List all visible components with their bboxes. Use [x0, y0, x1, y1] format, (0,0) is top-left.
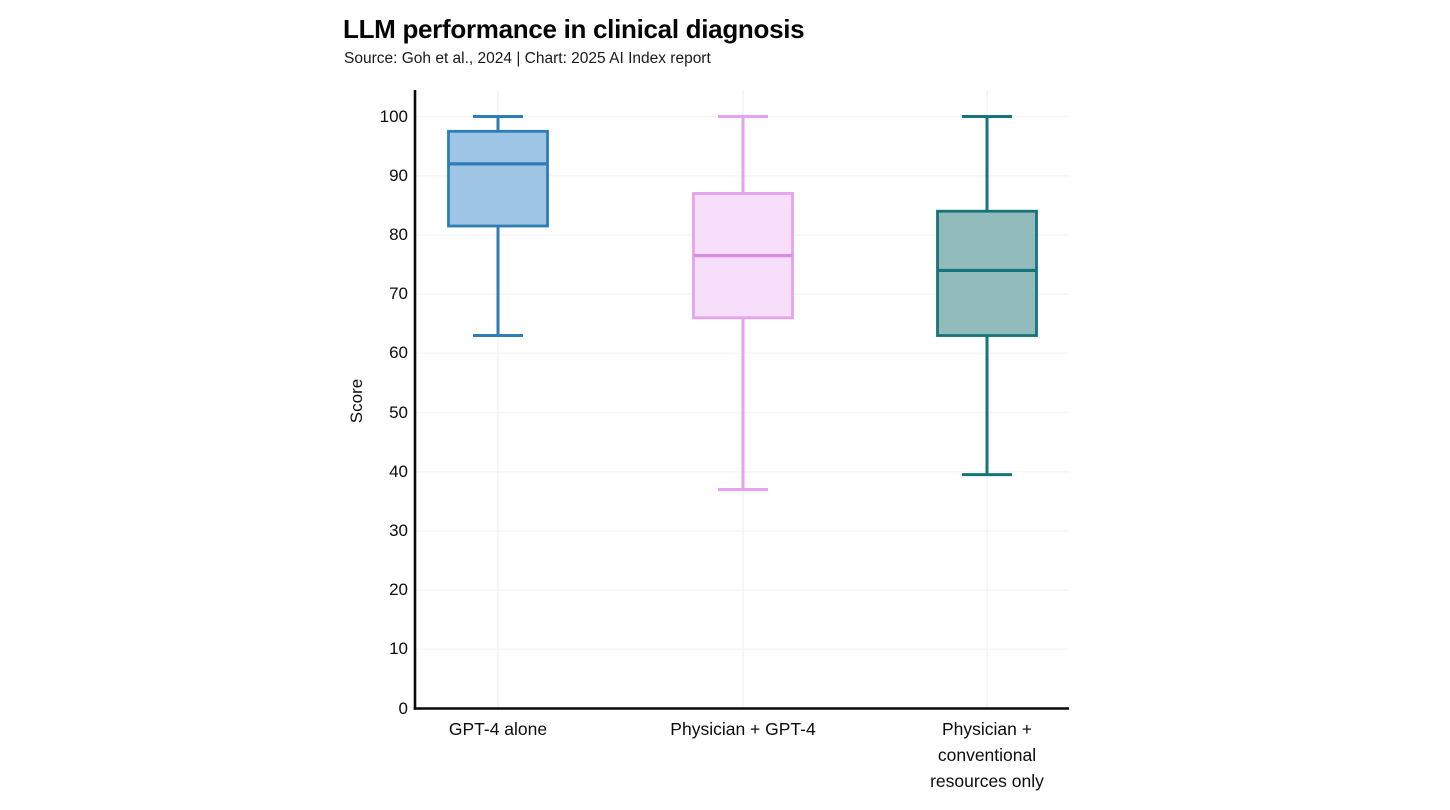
- box-physician-conventional-resources-only: [936, 209, 1038, 337]
- y-axis-title: Score: [347, 378, 366, 423]
- y-tick-label: 80: [389, 224, 408, 244]
- y-tick-label: 50: [389, 402, 408, 422]
- chart-subtitle: Source: Goh et al., 2024 | Chart: 2025 A…: [344, 50, 711, 67]
- x-category-label: GPT-4 alone: [448, 719, 548, 739]
- y-tick-label: 60: [389, 343, 408, 363]
- y-tick-label: 20: [389, 580, 408, 600]
- chart-title: LLM performance in clinical diagnosis: [343, 14, 805, 44]
- x-category-label: Physician + GPT-4: [670, 719, 816, 739]
- y-tick-label: 30: [389, 520, 408, 540]
- box-gpt-4-alone: [447, 129, 549, 228]
- y-tick-label: 40: [389, 461, 408, 481]
- y-tick-label: 70: [389, 284, 408, 304]
- y-tick-label: 90: [389, 165, 408, 185]
- y-tick-label: 100: [379, 106, 408, 126]
- y-tick-label: 0: [398, 698, 408, 718]
- y-tick-label: 10: [389, 639, 408, 659]
- x-category-label: Physician + conventional resources only: [930, 719, 1044, 791]
